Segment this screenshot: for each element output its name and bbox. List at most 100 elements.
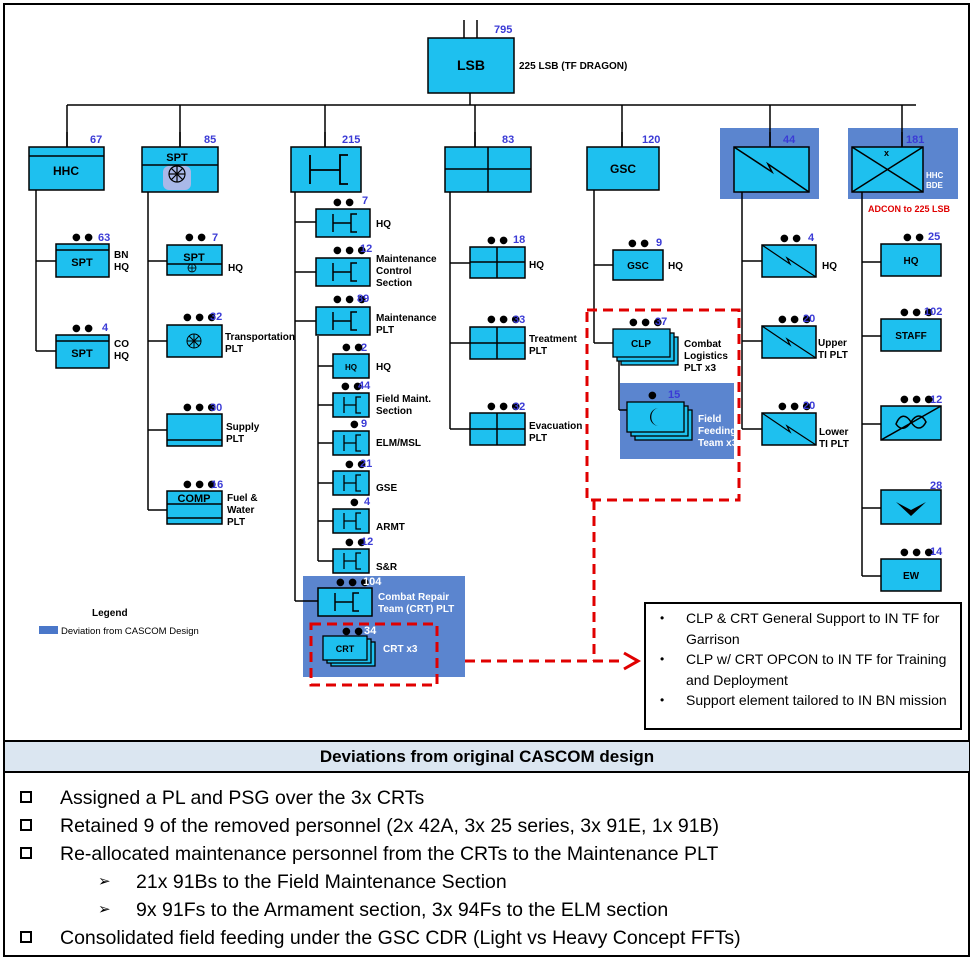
note-item: CLP & CRT General Support to IN TF for G…: [660, 608, 954, 649]
svg-text:● ●: ● ●: [72, 232, 93, 243]
checkbox-icon: [20, 819, 32, 831]
hhc-unit[interactable]: HHC 67: [28, 132, 105, 191]
bde-staff[interactable]: STAFF ● ● ● 102: [880, 306, 942, 352]
note-item: CLP w/ CRT OPCON to IN TF for Training a…: [660, 649, 954, 690]
elm-msl-section[interactable]: ● 9 ELM/MSL: [332, 418, 421, 456]
svg-text:STAFF: STAFF: [895, 331, 926, 342]
svg-text:Fuel &: Fuel &: [227, 493, 258, 504]
hhc-bn-hq[interactable]: SPT ● ● 63 BN HQ: [55, 232, 129, 278]
svg-text:4: 4: [808, 232, 815, 244]
svg-text:Combat: Combat: [684, 339, 722, 350]
svg-text:Evacuation: Evacuation: [529, 421, 582, 432]
svg-text:Field Maint.: Field Maint.: [376, 394, 431, 405]
svg-text:33: 33: [513, 314, 525, 326]
signal-hq[interactable]: ● ● 4 HQ: [761, 232, 837, 278]
maint-control-section[interactable]: ● ● ● 12 Maintenance Control Section: [315, 243, 437, 289]
lightning-icon: [733, 146, 810, 193]
medical-unit[interactable]: 83: [444, 132, 532, 193]
bde-chevron-section[interactable]: 28: [880, 480, 942, 525]
svg-text:HQ: HQ: [114, 262, 129, 273]
svg-text:83: 83: [502, 134, 514, 146]
svg-text:● ●: ● ●: [342, 342, 363, 353]
gsc-hq[interactable]: GSC ● ● 9 HQ: [612, 237, 683, 281]
lower-ti-plt[interactable]: ● ● ● 20 Lower TI PLT: [761, 400, 849, 450]
svg-text:25: 25: [928, 231, 940, 243]
spt-hq[interactable]: SPT ● ● 7 HQ: [166, 232, 243, 276]
armt-section[interactable]: ● 4 ARMT: [332, 496, 405, 534]
bde-ew[interactable]: EW ● ● ● 14: [880, 546, 943, 592]
svg-text:Lower: Lower: [819, 427, 849, 438]
deviation-subitem: ➢ 21x 91Bs to the Field Maintenance Sect…: [20, 868, 960, 896]
chevron-down-icon: [896, 502, 926, 516]
hhc-bde-unit[interactable]: x 181 HHC BDE ADCON to 225 LSB: [851, 132, 951, 214]
s-and-r-section[interactable]: ● ● 12 S&R: [332, 536, 398, 574]
svg-text:PLT: PLT: [226, 434, 244, 445]
fuel-water-plt[interactable]: COMP ● ● ● 16 Fuel & Water PLT: [166, 479, 258, 528]
deviation-item: Assigned a PL and PSG over the 3x CRTs: [20, 784, 960, 812]
svg-text:Combat Repair: Combat Repair: [378, 592, 449, 603]
svg-text:28: 28: [930, 480, 942, 492]
signal-unit[interactable]: 44: [733, 132, 810, 193]
upper-ti-plt[interactable]: ● ● ● 20 Upper TI PLT: [761, 313, 848, 361]
svg-text:● ●: ● ●: [487, 235, 508, 246]
lightning-icon: [761, 325, 817, 359]
svg-text:● ● ●: ● ● ●: [333, 245, 366, 256]
arrowhead-icon: ➢: [98, 873, 111, 890]
svg-text:32: 32: [513, 401, 525, 413]
gse-section[interactable]: ● ● 21 GSE: [332, 458, 397, 496]
maintenance-unit[interactable]: 215: [290, 132, 362, 193]
maint-sub-hq[interactable]: HQ ● ● 2 HQ: [332, 342, 391, 379]
svg-text:● ● ●: ● ● ●: [487, 401, 520, 412]
bde-hq[interactable]: HQ ● ● 25: [880, 231, 942, 277]
svg-text:●: ●: [350, 419, 359, 430]
bde-mi-platoon[interactable]: ● ● ● 12: [880, 394, 942, 441]
svg-text:● ● ●: ● ● ●: [487, 314, 520, 325]
treatment-plt[interactable]: ● ● ● 33 Treatment PLT: [469, 314, 577, 360]
wrench-icon: [334, 592, 359, 612]
field-feeding-team[interactable]: ● 15 Field Feeding Team x3: [626, 389, 738, 449]
svg-text:PLT: PLT: [529, 346, 547, 357]
evacuation-plt[interactable]: ● ● ● 32 Evacuation PLT: [469, 401, 582, 446]
svg-text:TI PLT: TI PLT: [819, 439, 849, 450]
svg-text:● ● ●: ● ● ●: [900, 307, 933, 318]
wrench-icon: [343, 552, 361, 570]
wrench-icon: [309, 154, 348, 185]
transportation-plt[interactable]: ● ● ● 32 Transportation PLT: [166, 311, 295, 358]
svg-text:4: 4: [364, 496, 371, 508]
maint-hq[interactable]: ● ● 7 HQ: [315, 195, 391, 238]
svg-text:●: ●: [350, 497, 359, 508]
lsb-top-unit[interactable]: LSB 795 225 LSB (TF DRAGON): [427, 20, 627, 94]
legend-swatch: [39, 626, 58, 634]
field-maint-section[interactable]: ● ● 44 Field Maint. Section: [332, 380, 431, 418]
svg-text:Control: Control: [376, 266, 412, 277]
svg-text:7: 7: [212, 232, 218, 244]
svg-text:HQ: HQ: [376, 362, 391, 373]
svg-text:● ● ●: ● ● ●: [778, 401, 811, 412]
medical-hq[interactable]: ● ● 18 HQ: [469, 234, 544, 279]
svg-text:● ●: ● ●: [345, 459, 366, 470]
supply-plt[interactable]: ● ● ● 30 Supply PLT: [166, 402, 260, 447]
svg-text:Team (CRT) PLT: Team (CRT) PLT: [378, 604, 454, 615]
svg-text:TI PLT: TI PLT: [818, 350, 848, 361]
svg-text:HQ: HQ: [822, 261, 837, 272]
deviation-subitem: ➢ 9x 91Fs to the Armament section, 3x 94…: [20, 896, 960, 924]
svg-text:37: 37: [655, 316, 667, 328]
maintenance-plt[interactable]: ● ● ● 89 Maintenance PLT: [315, 293, 437, 336]
gsc-unit[interactable]: GSC 120: [586, 132, 660, 191]
svg-text:●: ●: [648, 390, 657, 401]
svg-text:HQ: HQ: [228, 263, 243, 274]
hhc-co-hq[interactable]: SPT ● ● 4 CO HQ: [55, 322, 129, 369]
svg-text:PLT: PLT: [529, 433, 547, 444]
deviations-title: Deviations from original CASCOM design: [5, 740, 969, 773]
svg-text:SPT: SPT: [71, 348, 93, 360]
clp-platoon[interactable]: CLP ● ● ● 37 Combat Logistics PLT x3: [612, 316, 728, 374]
crt-platoon[interactable]: ● ● ● 104 Combat Repair Team (CRT) PLT: [317, 576, 454, 617]
spt-unit[interactable]: SPT 85: [141, 132, 219, 193]
wrench-icon: [332, 311, 357, 331]
crt-team[interactable]: CRT ● ● 34 CRT x3: [322, 625, 418, 667]
svg-text:● ●: ● ●: [345, 537, 366, 548]
svg-text:34: 34: [364, 625, 377, 637]
svg-text:30: 30: [210, 402, 222, 414]
svg-text:Logistics: Logistics: [684, 351, 728, 362]
svg-text:89: 89: [357, 293, 369, 305]
